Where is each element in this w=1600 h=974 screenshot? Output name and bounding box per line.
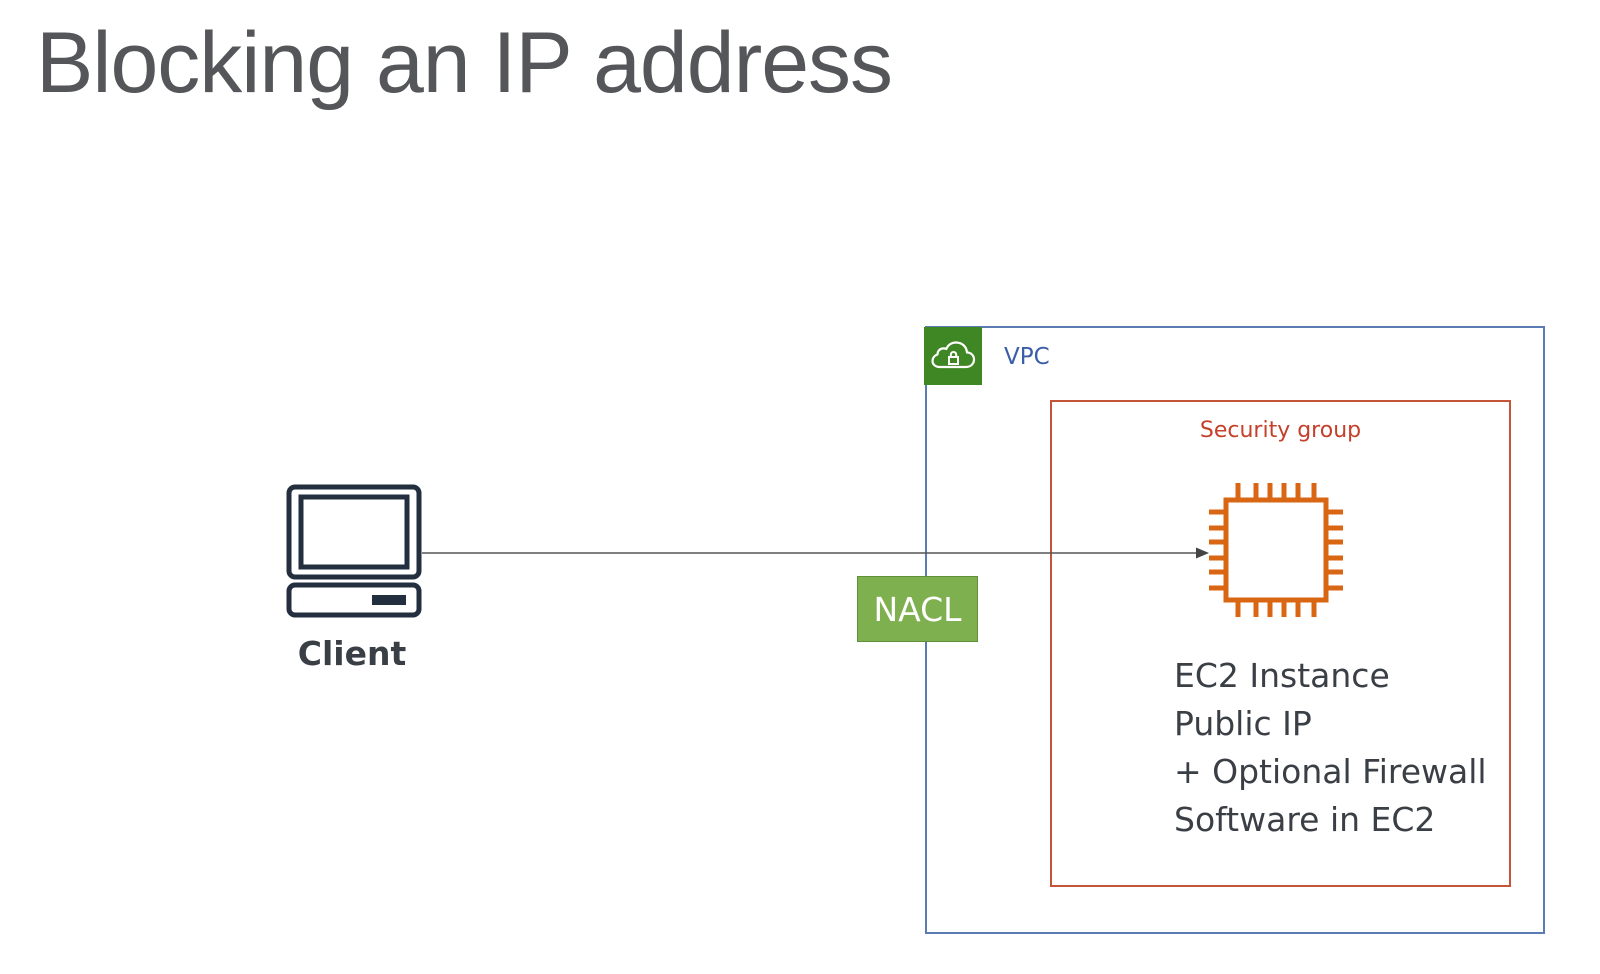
ec2-line-instance: EC2 Instance xyxy=(1174,656,1390,695)
nacl-box: NACL xyxy=(857,576,978,642)
security-group-label: Security group xyxy=(1199,418,1362,443)
client-label: Client xyxy=(297,634,407,673)
chip-icon xyxy=(1209,483,1343,617)
vpc-label: VPC xyxy=(1004,344,1050,370)
ec2-line-optional-firewall: + Optional Firewall xyxy=(1174,752,1487,791)
laptop-icon xyxy=(286,484,422,618)
slide-title: Blocking an IP address xyxy=(36,15,893,111)
ec2-line-software: Software in EC2 xyxy=(1174,800,1436,839)
cloud-lock-icon xyxy=(931,341,976,369)
client-laptop xyxy=(286,484,422,622)
ec2-description: EC2 Instance Public IP + Optional Firewa… xyxy=(1174,652,1487,844)
ec2-line-public-ip: Public IP xyxy=(1174,704,1312,743)
security-group-box xyxy=(1050,400,1511,887)
ec2-instance-icon xyxy=(1206,480,1346,624)
vpc-icon-tile xyxy=(924,327,982,385)
